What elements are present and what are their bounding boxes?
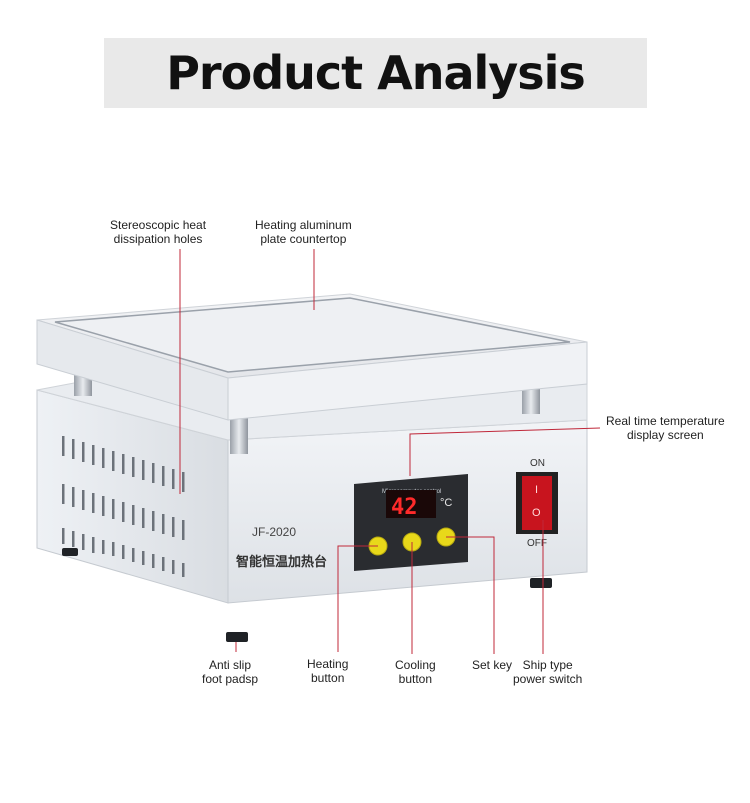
title-banner: Product Analysis	[104, 38, 647, 108]
callout-line-set	[446, 536, 495, 654]
foot-pad-icon	[62, 548, 552, 642]
heating-plate	[36, 293, 588, 421]
callout-set-key: Set key	[472, 658, 513, 672]
control-panel: Microcomputer control 42 °C	[354, 474, 468, 571]
product-name-label: 智能恒温加热台	[236, 554, 327, 570]
temperature-reading: 42	[391, 495, 418, 520]
callout-lines	[179, 249, 601, 654]
callout-line-heating	[337, 545, 378, 652]
vent-icon	[62, 436, 185, 577]
switch-on-label: ON	[530, 458, 545, 469]
page-title: Product Analysis	[166, 46, 586, 100]
temperature-unit: °C	[440, 497, 452, 509]
svg-text:O: O	[532, 507, 541, 519]
svg-text:I: I	[535, 484, 538, 496]
rocker-switch-icon[interactable]: ON I O OFF	[516, 458, 558, 549]
model-label: JF-2020	[252, 525, 296, 539]
callout-line-display	[409, 427, 601, 476]
switch-off-label: OFF	[527, 538, 547, 549]
